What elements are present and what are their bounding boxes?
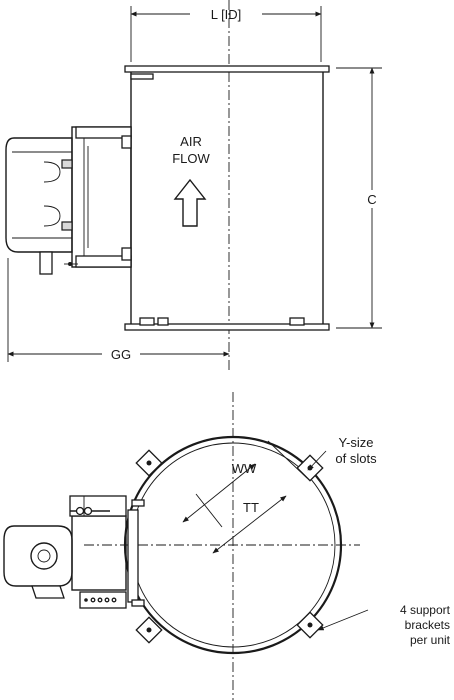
terminal-dot-1 [84,598,88,602]
dim-tt-label: TT [243,500,259,515]
panel-terminal-strip [79,591,127,609]
air-flow-arrow-icon [173,178,207,227]
foot-left [139,317,155,326]
duct-body [130,69,324,329]
dim-c-label: C [367,192,376,207]
latch-top [61,159,73,169]
dim-l-label: L [ID] [211,7,242,22]
foot-right [289,317,305,326]
duct-circle-outer [123,435,343,655]
frame-clip-bottom [121,247,132,261]
latch-bottom [61,221,73,231]
side-view: L [ID] C AIR FLOW [5,0,382,370]
dim-ww-label: WW [232,461,257,476]
top-flange [124,65,330,73]
air-flow-line2: FLOW [172,151,210,166]
support-bracket-bottom-left [135,616,163,644]
panel-body-plan [71,515,127,591]
tt-dim-line [212,495,287,554]
slots-leader [307,450,327,471]
bracket-tab-top [131,499,145,507]
callout-brackets-line1: 4 support [400,603,451,617]
air-flow-line1: AIR [180,134,202,149]
terminal-dot-4 [104,597,110,603]
motor-hub-inner [37,549,51,563]
tt-extension-a [195,493,223,528]
dim-gg-label: GG [111,347,131,362]
bracket-tab-bottom [131,599,145,607]
callout-brackets-line2: brackets [405,618,450,632]
frame-top-rail [75,126,132,139]
panel-mount-bar [127,509,139,603]
bolt-head-1 [75,506,85,516]
frame-clip-top [121,135,132,149]
callout-brackets-line3: per unit [410,633,451,647]
motor-hub-icon [30,542,58,570]
ww-extension [267,440,308,479]
bolt-dot [68,262,72,266]
callout-slots-line1: Y-size [339,435,374,450]
support-bracket-bottom-right [296,611,324,639]
plan-view: WW TT Y-size of slots 4 support brackets… [3,392,451,700]
ww-dim-line [182,463,256,523]
top-bracket [130,73,154,80]
support-bracket-top-left [135,449,163,477]
motor-base [31,585,65,599]
enclosure-handle-bottom [43,205,61,227]
brackets-leader [317,609,369,631]
callout-slots-line2: of slots [335,451,377,466]
terminal-dot-2 [90,597,96,603]
enclosure-handle-top [43,161,61,183]
motor-shaft [39,251,53,275]
motor-enclosure [5,137,73,253]
terminal-dot-5 [111,597,117,603]
bolt-head-2 [83,506,93,516]
foot-left-2 [157,317,169,326]
bottom-flange [124,323,330,331]
terminal-dot-3 [97,597,103,603]
frame-bottom-rail [75,255,132,268]
